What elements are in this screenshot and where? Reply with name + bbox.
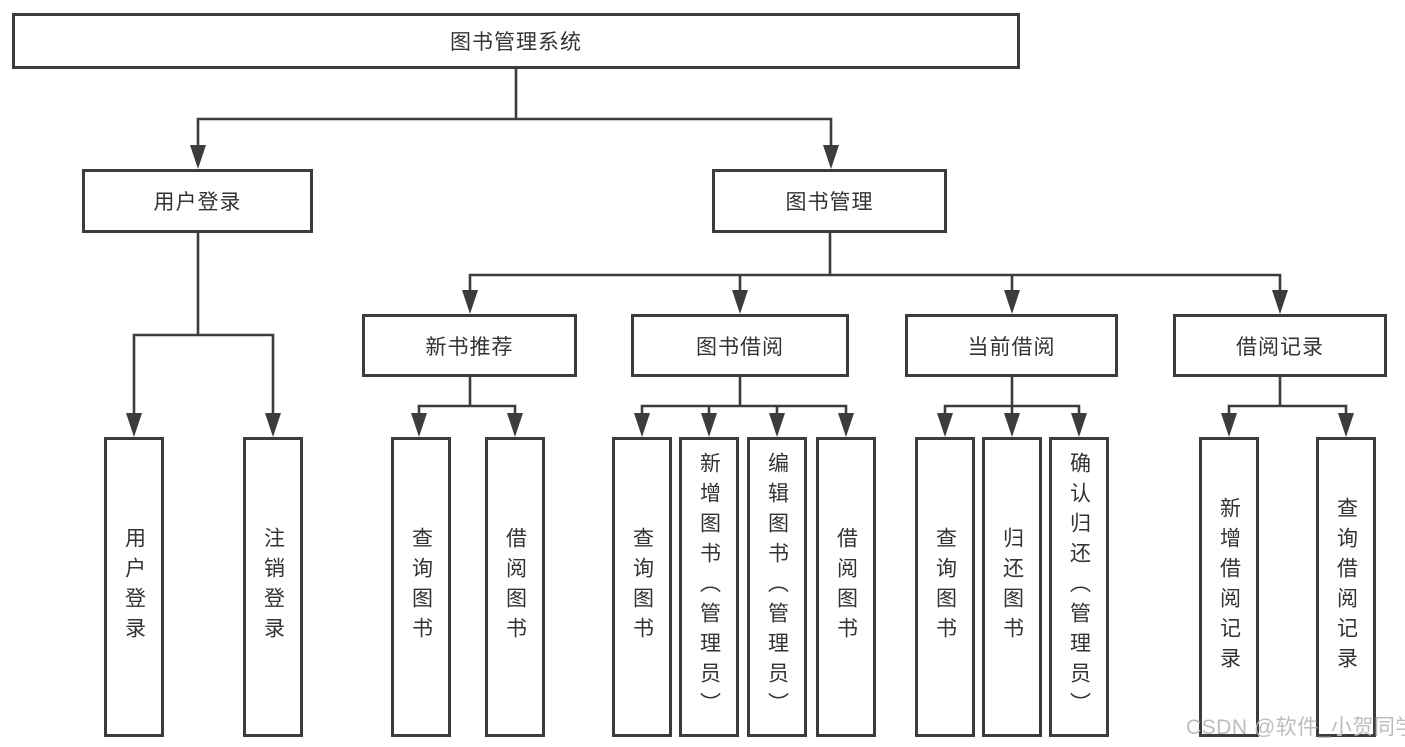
node-leaf-add-books-admin: 新增图书（管理员） xyxy=(679,437,739,737)
leaf-label: 确认归还（管理员） xyxy=(1067,452,1091,722)
node-leaf-query-borrow-record: 查询借阅记录 xyxy=(1316,437,1376,737)
csdn-watermark: CSDN @软件_小贺同学 xyxy=(1186,716,1405,739)
leaf-label: 用户登录 xyxy=(122,527,146,647)
node-leaf-query-books-recommend: 查询图书 xyxy=(391,437,451,737)
connector-new-book-recommend-children xyxy=(411,375,523,437)
node-leaf-return-books: 归还图书 xyxy=(982,437,1042,737)
connector-user-login-children xyxy=(126,231,281,437)
leaf-label: 新增图书（管理员） xyxy=(697,452,721,722)
node-borrowing-records: 借阅记录 xyxy=(1173,314,1387,377)
node-leaf-edit-books-admin: 编辑图书（管理员） xyxy=(747,437,807,737)
connector-borrowing-records-children xyxy=(1221,375,1354,437)
leaf-label: 编辑图书（管理员） xyxy=(765,452,789,722)
connector-book-management-children xyxy=(462,231,1288,314)
node-leaf-add-borrow-record: 新增借阅记录 xyxy=(1199,437,1259,737)
node-leaf-confirm-return-admin: 确认归还（管理员） xyxy=(1049,437,1109,737)
node-leaf-logout: 注销登录 xyxy=(243,437,303,737)
leaf-label: 查询借阅记录 xyxy=(1334,497,1358,677)
leaf-label: 借阅图书 xyxy=(503,527,527,647)
connector-root-to-level2 xyxy=(190,67,839,169)
node-user-login: 用户登录 xyxy=(82,169,313,233)
leaf-label: 新增借阅记录 xyxy=(1217,497,1241,677)
node-library-management-system: 图书管理系统 xyxy=(12,13,1020,69)
node-leaf-borrow-books: 借阅图书 xyxy=(816,437,876,737)
node-current-borrowing: 当前借阅 xyxy=(905,314,1118,377)
connector-book-borrowing-children xyxy=(634,375,854,437)
leaf-label: 查询图书 xyxy=(409,527,433,647)
connector-current-borrowing-children xyxy=(937,375,1087,437)
node-new-book-recommend: 新书推荐 xyxy=(362,314,577,377)
leaf-label: 借阅图书 xyxy=(834,527,858,647)
node-leaf-borrow-books-recommend: 借阅图书 xyxy=(485,437,545,737)
node-book-management: 图书管理 xyxy=(712,169,947,233)
leaf-label: 注销登录 xyxy=(261,527,285,647)
leaf-label: 查询图书 xyxy=(933,527,957,647)
leaf-label: 归还图书 xyxy=(1000,527,1024,647)
node-leaf-query-books-borrowing: 查询图书 xyxy=(612,437,672,737)
node-leaf-query-books-current: 查询图书 xyxy=(915,437,975,737)
node-leaf-user-login: 用户登录 xyxy=(104,437,164,737)
node-book-borrowing: 图书借阅 xyxy=(631,314,849,377)
leaf-label: 查询图书 xyxy=(630,527,654,647)
